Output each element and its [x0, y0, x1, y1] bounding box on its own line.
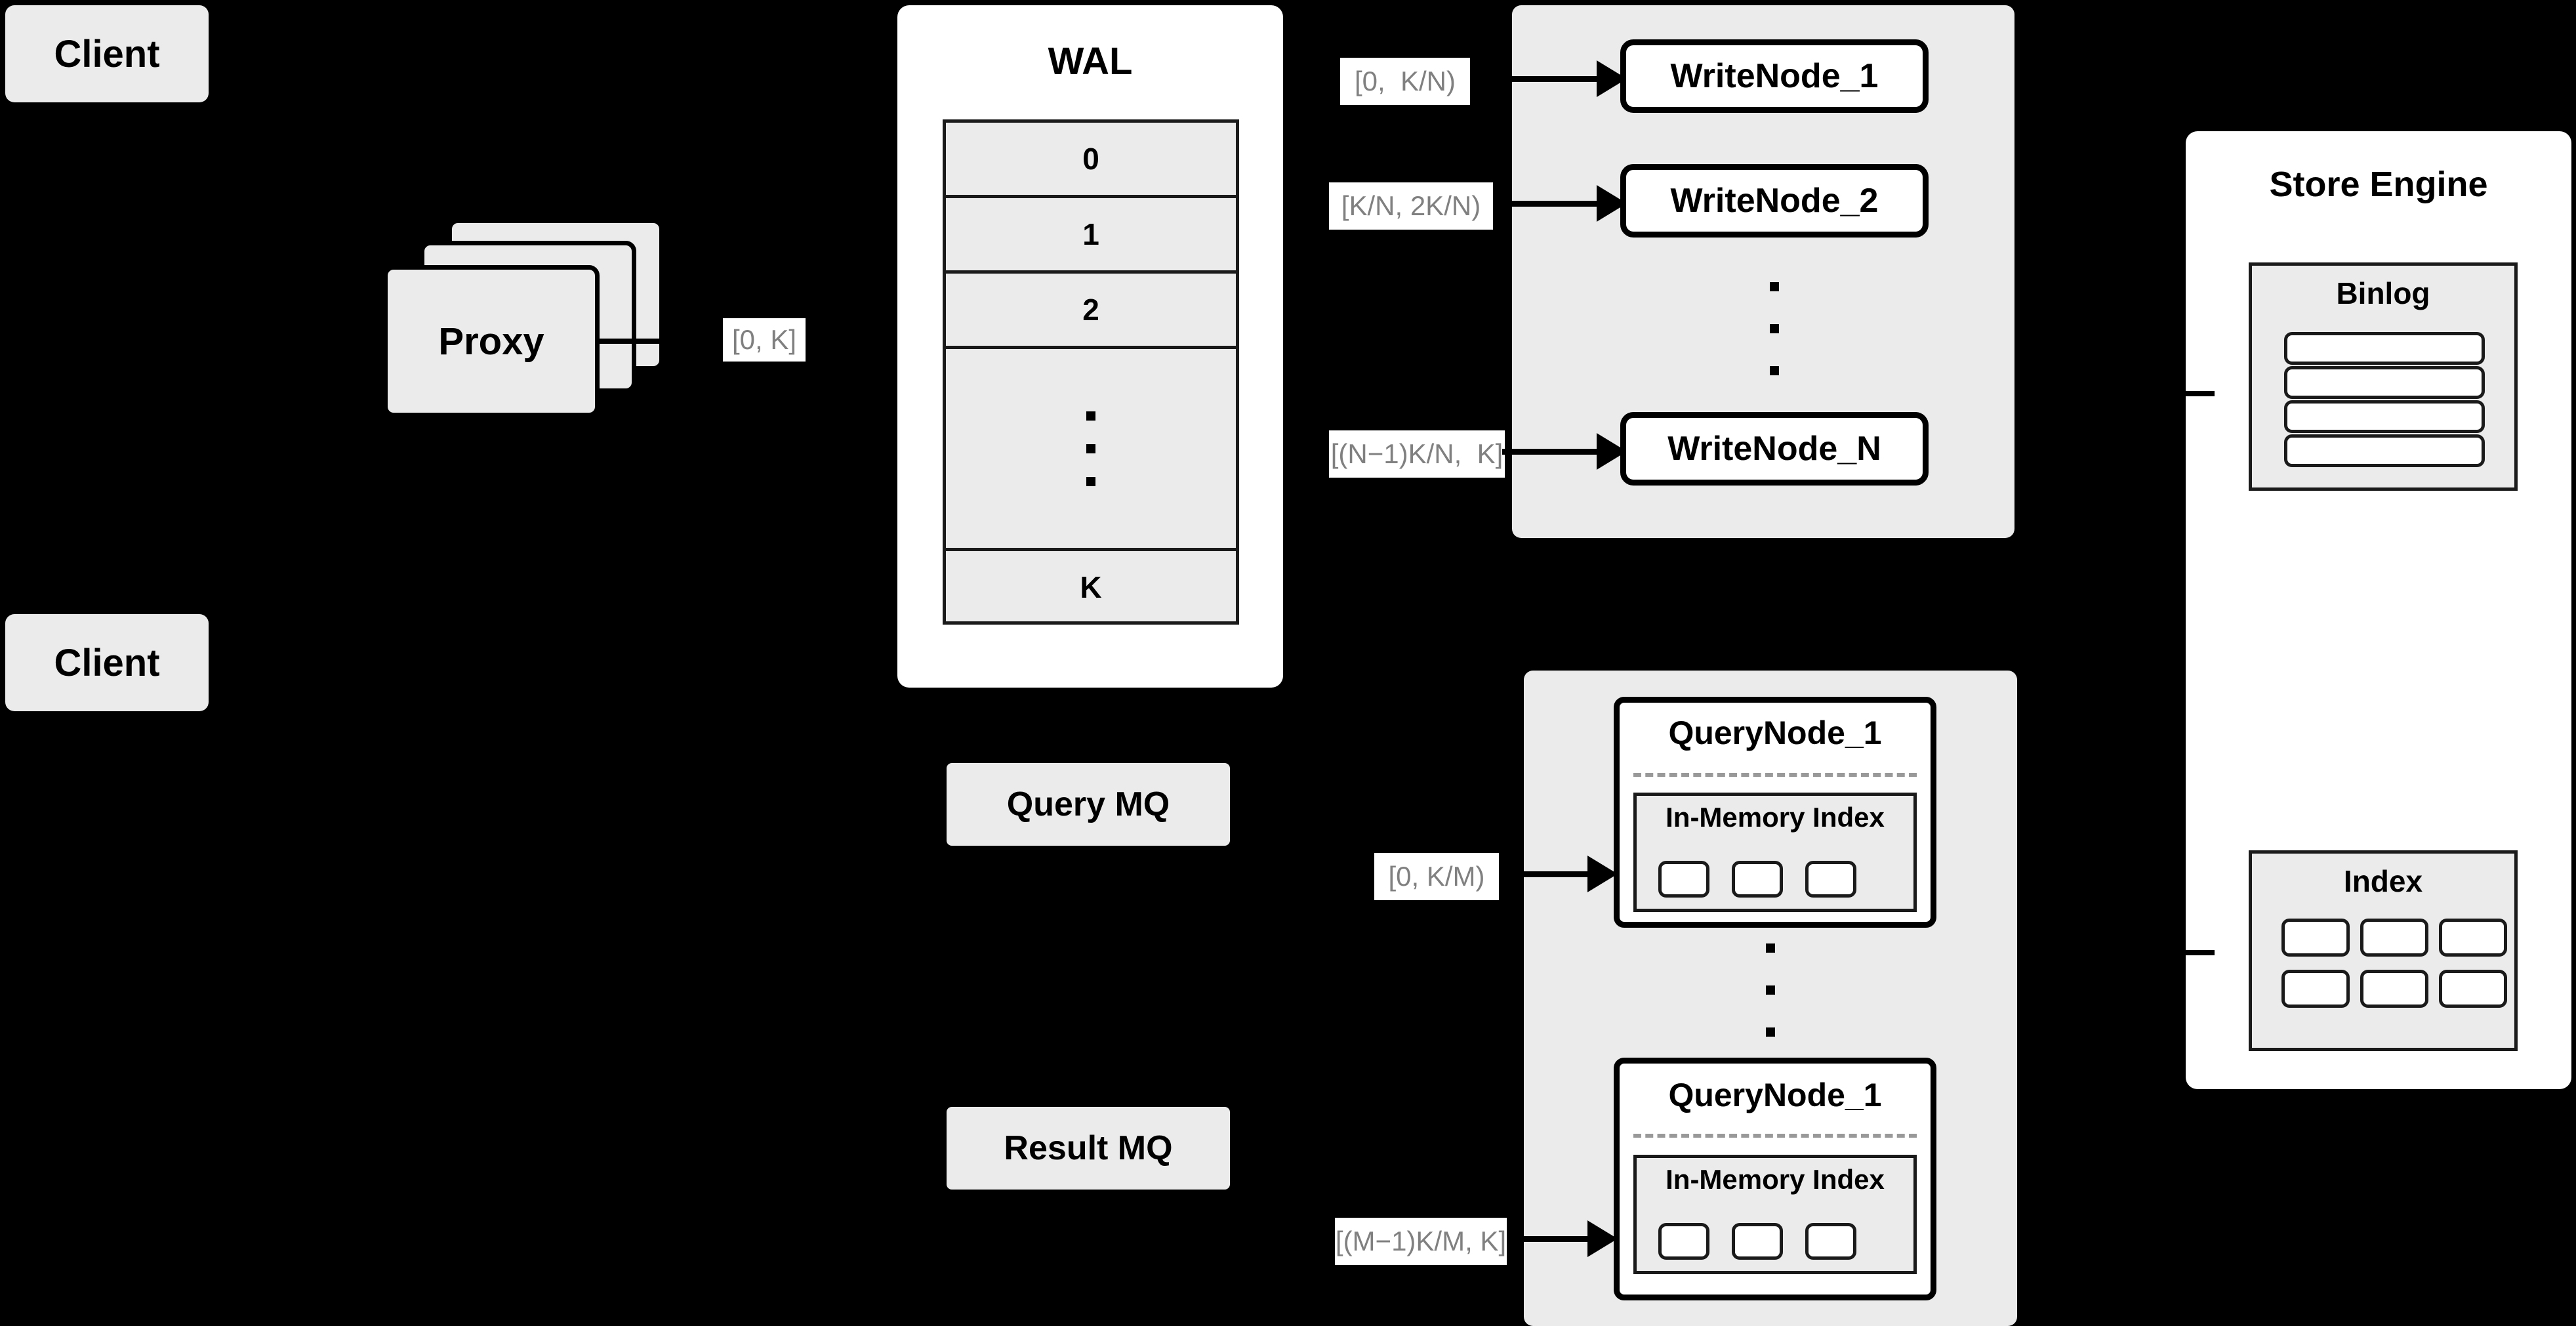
store-index-entry-6	[2439, 970, 2507, 1008]
write-node-n[interactable]: WriteNode_N	[1620, 412, 1929, 486]
query-node-1-index-segment-1	[1658, 861, 1709, 898]
write-cluster-vertical-dots-icon	[1770, 282, 1779, 375]
query-node-1-title: QueryNode_1	[1668, 715, 1882, 751]
wal-row-K: K	[1080, 570, 1102, 604]
query-mq-box[interactable]: Query MQ	[947, 763, 1230, 846]
client-label-1: Client	[54, 32, 160, 75]
store-index-entry-4	[2281, 970, 2350, 1008]
write-node-1[interactable]: WriteNode_1	[1620, 39, 1929, 113]
store-index-entry-1	[2281, 919, 2350, 957]
writenode-2-range-label: [K/N, 2K/N)	[1329, 182, 1493, 230]
store-index-entry-3	[2439, 919, 2507, 957]
writenode-2-arrow-line	[1502, 201, 1601, 207]
writenode-1-range-label: [0, K/N)	[1340, 58, 1470, 105]
querynode-m-arrow-head-icon	[1587, 1220, 1618, 1257]
binlog-entry-1	[2284, 332, 2485, 365]
wal-title: WAL	[1048, 40, 1133, 83]
client-box-1[interactable]: Client	[5, 5, 209, 102]
query-node-1-index-segment-3	[1805, 861, 1856, 898]
writenode-1-arrow-line	[1502, 76, 1601, 82]
query-node-m-index-title: In-Memory Index	[1666, 1164, 1885, 1195]
proxy-to-wal-line	[600, 339, 668, 344]
proxy-label: Proxy	[438, 320, 544, 363]
binlog-entry-4	[2284, 434, 2485, 467]
wal-table: 0 1 2 K	[943, 119, 1239, 625]
querynode-1-arrow-line	[1522, 871, 1601, 877]
wal-row-1: 1	[946, 198, 1236, 274]
binlog-title: Binlog	[2336, 276, 2430, 310]
client-label-2: Client	[54, 641, 160, 684]
writenode-n-range-label: [(N−1)K/N, K]	[1329, 430, 1505, 478]
querynode-m-range-label: [(M−1)K/M, K]	[1335, 1218, 1507, 1265]
writenode-n-arrow-line	[1502, 449, 1601, 455]
query-node-m-separator	[1633, 1134, 1917, 1138]
store-index-entry-2	[2360, 919, 2428, 957]
querynode-1-arrow-head-icon	[1587, 856, 1618, 892]
query-node-m-index-segment-1	[1658, 1223, 1709, 1260]
query-cluster-vertical-dots-icon	[1766, 943, 1775, 1037]
wal-row-2: 2	[946, 274, 1236, 349]
query-node-1-separator	[1633, 773, 1917, 777]
proxy-box[interactable]: Proxy	[383, 265, 600, 417]
store-engine-title: Store Engine	[2269, 165, 2488, 204]
wal-row-ellipsis	[946, 349, 1236, 551]
query-node-m-title: QueryNode_1	[1668, 1077, 1882, 1113]
binlog-entry-3	[2284, 400, 2485, 433]
wal-row-0: 0	[946, 123, 1236, 198]
query-node-m-index-segment-2	[1732, 1223, 1783, 1260]
querynode-1-range-label: [0, K/M)	[1374, 853, 1499, 900]
store-index-entry-5	[2360, 970, 2428, 1008]
store-index-title: Index	[2343, 864, 2423, 898]
query-node-1-index-segment-2	[1732, 861, 1783, 898]
query-node-m-index-segment-3	[1805, 1223, 1856, 1260]
proxy-range-label: [0, K]	[723, 318, 806, 362]
querynode-m-arrow-line	[1522, 1236, 1601, 1242]
result-mq-box[interactable]: Result MQ	[947, 1107, 1230, 1190]
wal-vertical-dots-icon	[1086, 411, 1095, 486]
binlog-arrow-line	[2186, 391, 2215, 396]
client-box-2[interactable]: Client	[5, 614, 209, 711]
write-node-2[interactable]: WriteNode_2	[1620, 164, 1929, 238]
query-node-1-index-title: In-Memory Index	[1666, 802, 1885, 833]
store-index-arrow-line	[2186, 950, 2215, 955]
binlog-entry-2	[2284, 366, 2485, 399]
